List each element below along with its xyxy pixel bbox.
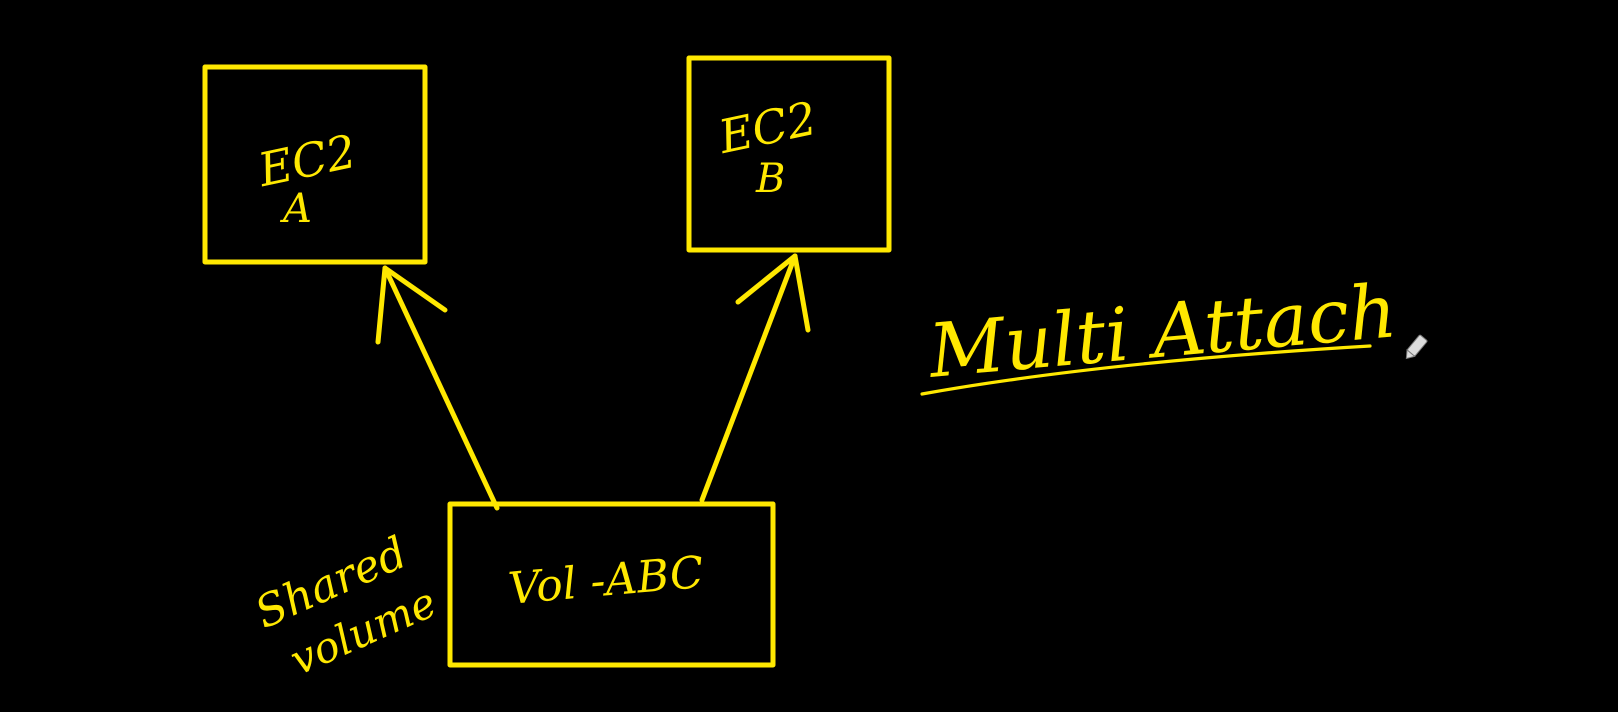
ec2-a-line2: A	[279, 186, 312, 232]
arrow-a-shaft	[382, 265, 500, 511]
ec2-b-line2: B	[755, 156, 785, 202]
ec2-b-box	[686, 55, 892, 253]
arrow-b-shaft	[699, 253, 798, 503]
shared-volume-note: Shared volume	[248, 527, 444, 685]
node-volume: Vol -ABC	[447, 501, 776, 668]
multi-attach-title: Multi Attach	[924, 268, 1401, 395]
edge-volume-to-ec2-a	[375, 265, 500, 511]
multi-attach-note: Multi Attach	[920, 268, 1401, 396]
arrow-b-head	[735, 253, 811, 333]
node-ec2-a: EC2 A	[202, 64, 428, 265]
multi-attach-underline	[920, 344, 1372, 396]
ec2-b-line1: EC2	[713, 91, 821, 164]
pen-tool-icon	[1405, 334, 1428, 360]
volume-label: Vol -ABC	[506, 547, 705, 615]
ec2-a-box	[202, 64, 428, 265]
volume-box	[447, 501, 776, 668]
edge-volume-to-ec2-b	[699, 253, 811, 503]
arrow-a-head	[375, 265, 448, 345]
node-ec2-b: EC2 B	[686, 55, 892, 253]
